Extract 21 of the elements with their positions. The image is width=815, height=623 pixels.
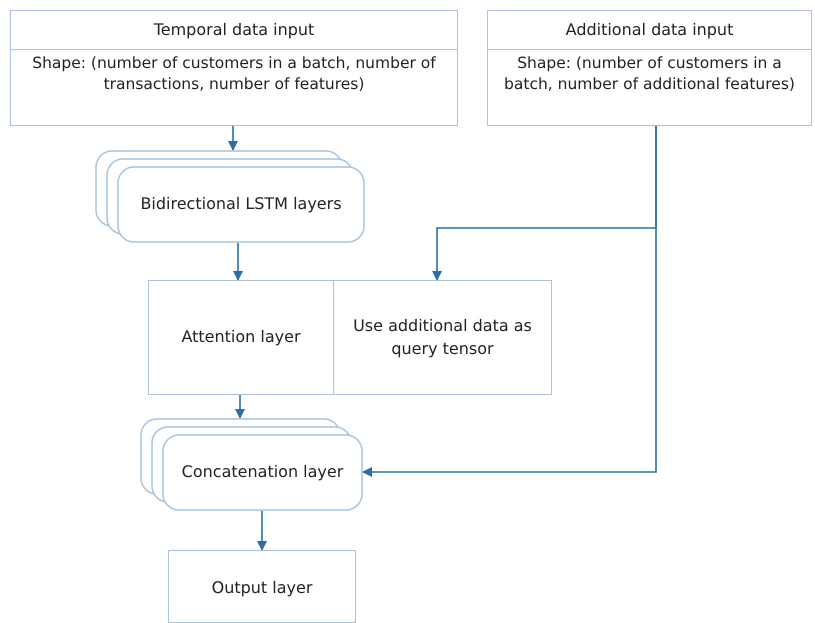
process-box <box>148 280 334 395</box>
box-heading: Temporal data input <box>11 11 457 50</box>
layer-label: Use additional data as query tensor <box>352 315 533 360</box>
shape-description: Shape: (number of customers in a batch, number of transactions, number of features) <box>31 53 437 96</box>
stacked-layer-cards <box>140 418 363 511</box>
layer-label: Output layer <box>210 577 314 599</box>
arrow <box>257 511 267 551</box>
layer-label: Bidirectional LSTM layers <box>139 193 343 216</box>
input-box <box>10 10 458 126</box>
arrow <box>233 243 243 281</box>
process-box <box>168 550 356 623</box>
process-box <box>333 280 552 395</box>
input-box <box>487 10 812 126</box>
arrow <box>228 126 238 151</box>
arrow <box>362 126 657 477</box>
layer-label: Attention layer <box>180 326 302 348</box>
box-heading: Additional data input <box>488 11 811 50</box>
stacked-layer-cards <box>95 150 365 243</box>
arrow <box>235 395 245 419</box>
layer-label: Concatenation layer <box>180 461 344 484</box>
shape-description: Shape: (number of customers in a batch, number of additional features) <box>503 53 796 96</box>
